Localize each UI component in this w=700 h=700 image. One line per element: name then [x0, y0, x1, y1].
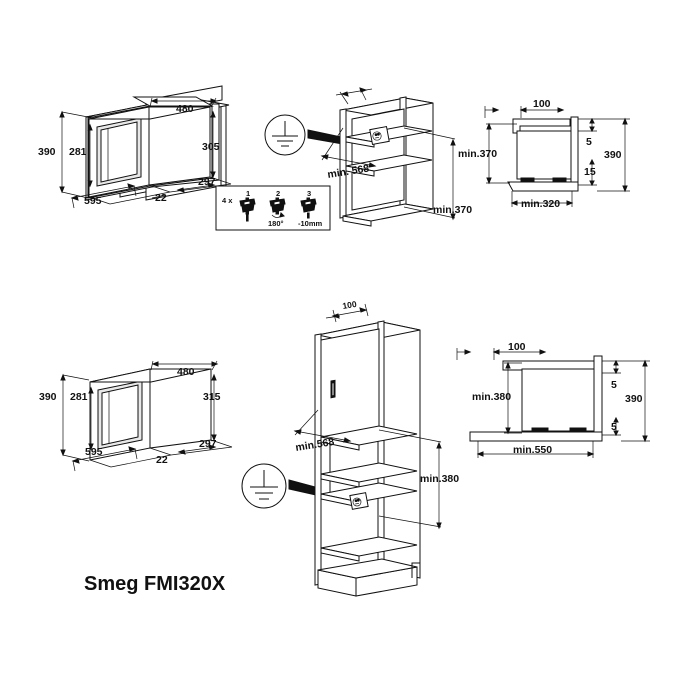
dim-595-bottom-left: 595: [85, 446, 103, 458]
dim-305-top-left: 305: [202, 141, 220, 153]
dim-5-top-right: 5: [586, 136, 592, 148]
bracket-step-3-number: 3: [307, 189, 311, 198]
dim-315-bottom-left: 315: [203, 391, 221, 403]
bracket-qty-label: 4 x: [222, 196, 233, 205]
view-top-cabinet: min. 568 min.370: [320, 87, 472, 227]
dim-297-bottom-left: 297: [199, 438, 217, 450]
bracket-detail-box: 4 x 1 2 180° 3 -10mm: [215, 185, 331, 231]
dim-min320-top-right: min.320: [521, 198, 560, 210]
dim-390-top-right: 390: [604, 149, 622, 161]
view-bottom-left-appliance: 390 281 480 315 595 297 22: [39, 360, 233, 472]
dim-480-bottom-left: 480: [177, 366, 195, 378]
dim-480-top-left: 480: [176, 103, 194, 115]
dim-281-top-left: 281: [69, 146, 87, 158]
dim-390-bottom-right: 390: [625, 393, 643, 405]
dim-5-top-bottom-right: 5: [611, 379, 617, 391]
dim-297-top-left: 297: [198, 176, 216, 188]
dim-100-bottom-cabinet: 100: [342, 299, 358, 311]
view-top-right-section: 100 min.370 5 15 390: [458, 98, 630, 210]
bracket-step-2-number: 2: [276, 189, 280, 198]
page-title: Smeg FMI320X: [84, 573, 226, 595]
view-top-left-appliance: 390 281 480 305 595 297 22: [38, 85, 232, 209]
bracket-step-1-number: 1: [246, 189, 250, 198]
dim-min380-bottom-right: min.380: [472, 391, 511, 403]
dim-min370-top-right: min.370: [458, 148, 497, 160]
dim-22-top-left: 22: [155, 192, 167, 204]
dim-100-top-right: 100: [533, 98, 551, 110]
dim-22-bottom-left: 22: [156, 454, 168, 466]
view-bottom-right-section: 100 min.380 5 5 390: [456, 341, 650, 458]
dim-5-bottom-bottom-right: 5: [611, 421, 617, 433]
dim-281-bottom-left: 281: [70, 391, 88, 403]
view-bottom-cabinet: 100 min.568 min.380: [293, 299, 459, 597]
dim-100-bottom-right: 100: [508, 341, 526, 353]
bracket-step-3-label: -10mm: [298, 219, 323, 228]
dim-min380-bottom-cabinet: min.380: [420, 473, 459, 485]
dim-595-top-left: 595: [84, 195, 102, 207]
dim-390-top-left: 390: [38, 146, 56, 158]
dim-min550-bottom-right: min.550: [513, 444, 552, 456]
dim-390-bottom-left: 390: [39, 391, 57, 403]
bracket-step-2-label: 180°: [268, 219, 284, 228]
dim-min370-top: min.370: [433, 204, 472, 216]
dim-15-top-right: 15: [584, 166, 596, 178]
